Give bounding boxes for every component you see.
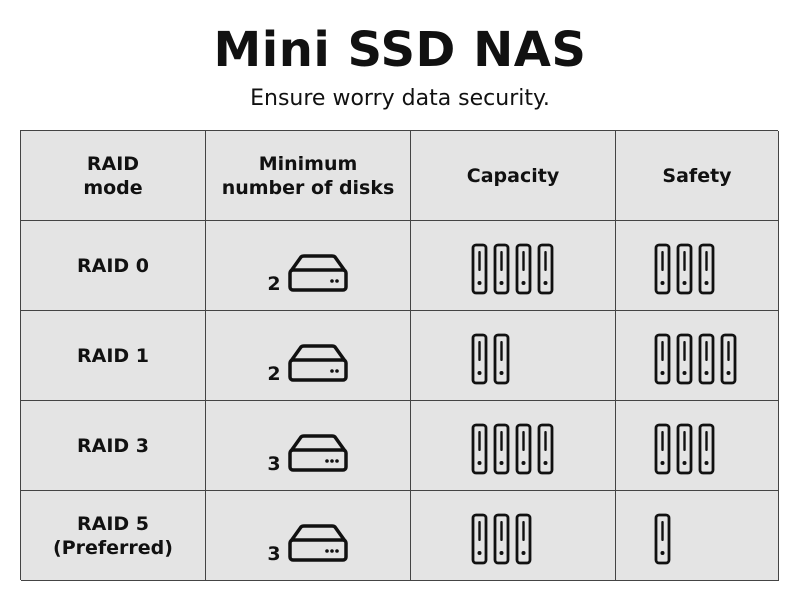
capacity-bars (471, 417, 554, 475)
row-raid3-mode: RAID 3 (21, 401, 206, 491)
nas-led-dot (334, 458, 339, 463)
ssd-stick-icon (493, 243, 510, 294)
ssd-stick-icon (698, 423, 715, 474)
nas-led-dot (324, 458, 329, 463)
ssd-stick-icon (537, 423, 554, 474)
ssd-stick-icon (515, 243, 532, 294)
header-raid-mode: RAID mode (21, 131, 206, 221)
nas-drive-icon (287, 433, 348, 472)
ssd-stick-icon (654, 243, 671, 294)
row-raid1-safety (616, 311, 779, 401)
safety-bars (654, 507, 671, 565)
row-raid0-safety (616, 221, 779, 311)
header-min-disks: Minimum number of disks (206, 131, 411, 221)
row-raid1-capacity (411, 311, 616, 401)
nas-drive-icon (287, 523, 348, 562)
nas-led-dot (329, 548, 334, 553)
row-raid0-mode: RAID 0 (21, 221, 206, 311)
row-raid3-safety (616, 401, 779, 491)
nas-led-dot (329, 458, 334, 463)
row-raid1-mode: RAID 1 (21, 311, 206, 401)
nas-drive-icon (287, 253, 348, 292)
capacity-bars (471, 237, 554, 295)
ssd-stick-icon (676, 333, 693, 384)
ssd-stick-icon (676, 243, 693, 294)
safety-bars (654, 237, 715, 295)
ssd-stick-icon (654, 513, 671, 564)
ssd-stick-icon (493, 513, 510, 564)
ssd-stick-icon (720, 333, 737, 384)
header-capacity: Capacity (411, 131, 616, 221)
disk-count: 3 (267, 542, 281, 565)
safety-bars (654, 327, 737, 385)
ssd-stick-icon (471, 513, 488, 564)
ssd-stick-icon (698, 333, 715, 384)
ssd-stick-icon (654, 423, 671, 474)
ssd-stick-icon (515, 513, 532, 564)
nas-led-dot (334, 278, 339, 283)
disk-count: 3 (267, 452, 281, 475)
disk-count: 2 (267, 272, 281, 295)
safety-bars (654, 417, 715, 475)
nas-led-dot (329, 368, 334, 373)
row-raid3-capacity (411, 401, 616, 491)
ssd-stick-icon (493, 423, 510, 474)
row-raid5-capacity (411, 491, 616, 581)
capacity-bars (471, 327, 510, 385)
page-title: Mini SSD NAS (213, 22, 587, 78)
row-raid3-disks: 3 (206, 401, 411, 491)
row-raid5-mode: RAID 5 (Preferred) (21, 491, 206, 581)
nas-led-dot (334, 548, 339, 553)
ssd-stick-icon (698, 243, 715, 294)
ssd-stick-icon (471, 243, 488, 294)
ssd-stick-icon (471, 423, 488, 474)
ssd-stick-icon (537, 243, 554, 294)
ssd-stick-icon (493, 333, 510, 384)
ssd-stick-icon (471, 333, 488, 384)
nas-led-dot (324, 548, 329, 553)
capacity-bars (471, 507, 532, 565)
header-safety: Safety (616, 131, 779, 221)
row-raid0-disks: 2 (206, 221, 411, 311)
row-raid5-disks: 3 (206, 491, 411, 581)
nas-drive-icon (287, 343, 348, 382)
nas-led-dot (334, 368, 339, 373)
ssd-stick-icon (515, 423, 532, 474)
nas-led-dot (329, 278, 334, 283)
disk-count: 2 (267, 362, 281, 385)
ssd-stick-icon (654, 333, 671, 384)
ssd-stick-icon (676, 423, 693, 474)
page-subtitle: Ensure worry data security. (250, 86, 550, 111)
row-raid1-disks: 2 (206, 311, 411, 401)
row-raid5-safety (616, 491, 779, 581)
row-raid0-capacity (411, 221, 616, 311)
raid-comparison-table: RAID mode Minimum number of disks Capaci… (20, 130, 779, 581)
